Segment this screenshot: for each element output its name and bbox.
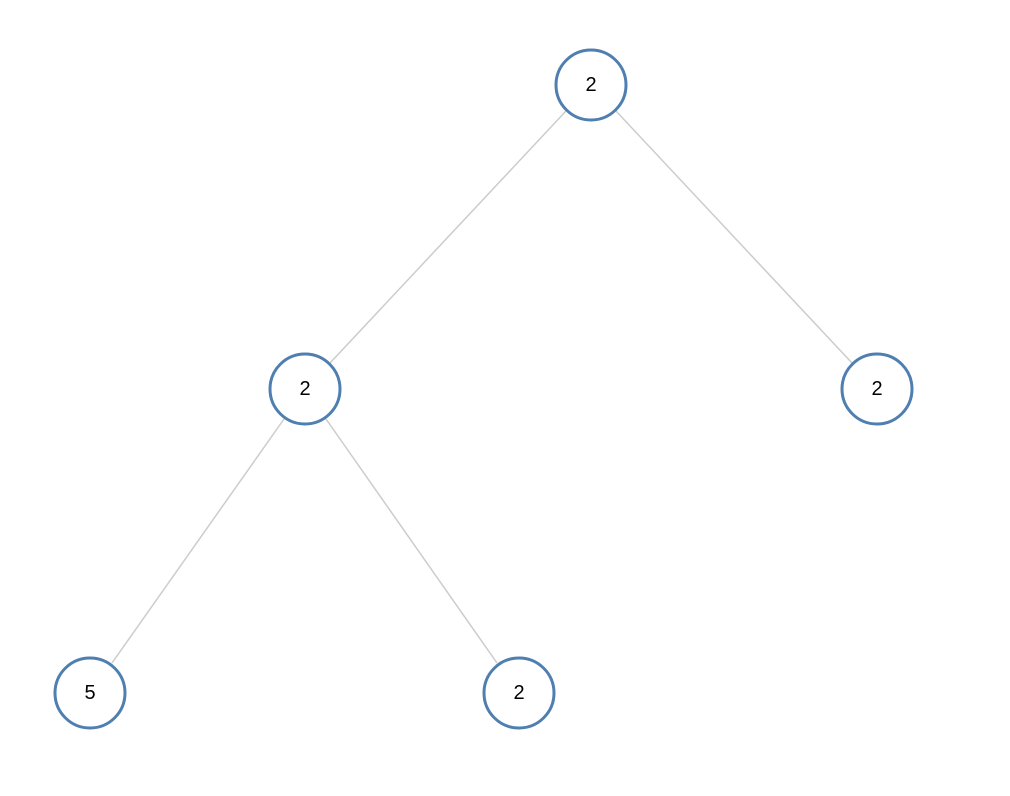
tree-node-right[interactable]: 2 (840, 352, 914, 426)
node-circle (268, 352, 342, 426)
node-value: 2 (871, 378, 882, 400)
edge-root-left (329, 110, 567, 364)
nodes-group: 2 2 2 5 2 (53, 48, 914, 730)
node-value: 2 (513, 682, 524, 704)
tree-node-root[interactable]: 2 (554, 48, 628, 122)
node-value: 2 (299, 378, 310, 400)
node-circle (482, 656, 556, 730)
tree-node-left-right[interactable]: 2 (482, 656, 556, 730)
tree-node-left[interactable]: 2 (268, 352, 342, 426)
edge-left-left-right (325, 418, 498, 664)
node-value: 5 (84, 682, 95, 704)
node-circle (840, 352, 914, 426)
tree-node-left-left[interactable]: 5 (53, 656, 127, 730)
edges-group (111, 110, 853, 664)
node-circle (53, 656, 127, 730)
node-circle (554, 48, 628, 122)
edge-left-left-left (111, 418, 285, 664)
edge-root-right (615, 110, 853, 364)
node-value: 2 (585, 74, 596, 96)
